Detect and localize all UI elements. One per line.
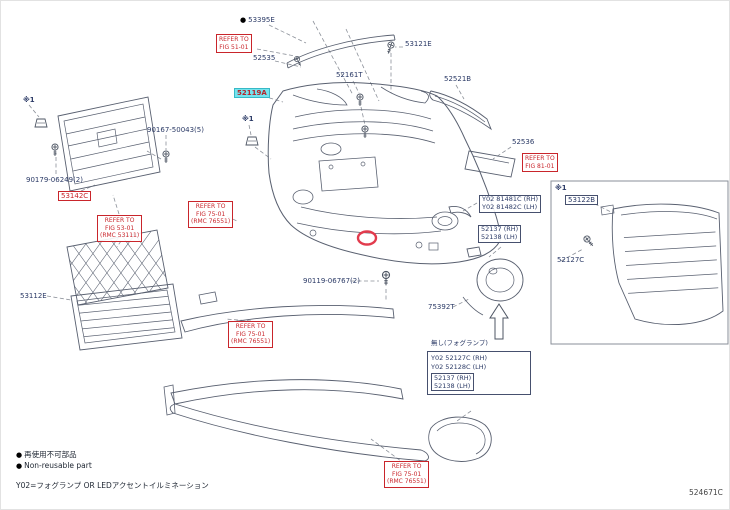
no-fog-cover-drawing xyxy=(428,416,492,462)
non-reusable-dot-icon: ● xyxy=(240,16,247,24)
no-fog-part-pair[interactable]: 52137 (RH) 52138 (LH) xyxy=(431,372,475,391)
part-label-53395E[interactable]: 53395E xyxy=(248,16,275,24)
legend-non-reusable-en: ●Non-reusable part xyxy=(16,461,92,470)
refer-fig-53-01[interactable]: REFER TO FIG 53-01 (RMC 53111) xyxy=(97,215,143,242)
no-fog-option-title: 無し(フォグランプ) xyxy=(431,339,488,347)
refer-fig-81-01[interactable]: REFER TO FIG 81-01 xyxy=(522,153,558,172)
side-support-drawing xyxy=(464,150,516,178)
part-label-y02-8148x[interactable]: Y02 81481C (RH) Y02 81482C (LH) xyxy=(479,195,542,213)
refer-fig-51-01[interactable]: REFER TO FIG 51-01 xyxy=(216,34,252,53)
retainer-bracket-drawing xyxy=(429,90,492,131)
bottom-spoiler-drawing xyxy=(163,379,429,462)
detail-inset-box xyxy=(550,180,729,345)
non-reusable-dot-icon: ● xyxy=(16,462,23,470)
part-label-90179[interactable]: 90179-06249(2) xyxy=(26,176,83,184)
leader-lines xyxy=(28,20,614,465)
marker-note-1: ※1 xyxy=(555,184,567,192)
part-label-52119A-highlighted[interactable]: 52119A xyxy=(234,88,270,99)
part-label-52137-52138[interactable]: 52137 (RH) 52138 (LH) xyxy=(478,225,522,243)
bumper-cover-drawing xyxy=(267,81,501,265)
part-label-53395E-row[interactable]: ●53395E xyxy=(240,16,275,24)
clip-icons xyxy=(34,118,259,146)
lower-grille-drawing xyxy=(70,283,183,351)
up-arrow-icon xyxy=(489,303,509,340)
part-label-52127C[interactable]: 52127C xyxy=(557,256,585,264)
upper-grille-drawing xyxy=(57,96,161,192)
marker-note-1: ※1 xyxy=(23,96,35,104)
no-fog-part-2[interactable]: Y02 52128C (LH) xyxy=(431,362,487,371)
screw-icon xyxy=(582,234,596,249)
part-label-52536[interactable]: 52536 xyxy=(512,138,535,146)
non-reusable-dot-icon: ● xyxy=(16,451,23,459)
screw-icon xyxy=(51,143,59,157)
part-label-75392T[interactable]: 75392T xyxy=(428,303,455,311)
part-label-53112E[interactable]: 53112E xyxy=(20,292,47,300)
screw-icon xyxy=(356,93,364,107)
refer-fig-75-01[interactable]: REFER TO FIG 75-01 (RMC 76551) xyxy=(188,201,234,228)
refer-fig-75-01[interactable]: REFER TO FIG 75-01 (RMC 76551) xyxy=(384,461,430,488)
part-label-53142C[interactable]: 53142C xyxy=(58,191,92,202)
marker-note-1: ※1 xyxy=(242,115,254,123)
part-label-52161T[interactable]: 52161T xyxy=(336,71,363,79)
screw-icon xyxy=(361,125,369,139)
no-fog-option-box: Y02 52127C (RH) Y02 52128C (LH) 52137 (R… xyxy=(427,351,531,395)
diagram-id: 524671C xyxy=(689,488,723,497)
bolt-icon xyxy=(381,270,391,286)
screw-icon xyxy=(384,40,396,55)
part-label-53122B[interactable]: 53122B xyxy=(565,195,599,206)
mid-spoiler-drawing xyxy=(180,291,395,333)
cowl-seal-strip xyxy=(286,34,396,69)
no-fog-part-1[interactable]: Y02 52127C (RH) xyxy=(431,354,488,362)
refer-fig-75-01[interactable]: REFER TO FIG 75-01 (RMC 76551) xyxy=(228,321,274,348)
part-label-52521B[interactable]: 52521B xyxy=(444,75,472,83)
part-label-90119[interactable]: 90119-06767(2) xyxy=(303,277,360,285)
legend-non-reusable-jp: ●再使用不可部品 xyxy=(16,450,77,459)
highlight-circle-annotation xyxy=(356,230,378,246)
part-label-90167[interactable]: 90167-50043(5) xyxy=(147,126,204,134)
screw-icon xyxy=(162,150,170,164)
part-label-53121E[interactable]: 53121E xyxy=(405,40,432,48)
part-label-52535[interactable]: 52535 xyxy=(253,54,276,62)
fog-bezel-drawing xyxy=(448,206,524,316)
legend-y02-note: Y02=フォグランプ OR LEDアクセントイルミネーション xyxy=(16,481,209,490)
detail-inset-art xyxy=(600,203,724,325)
